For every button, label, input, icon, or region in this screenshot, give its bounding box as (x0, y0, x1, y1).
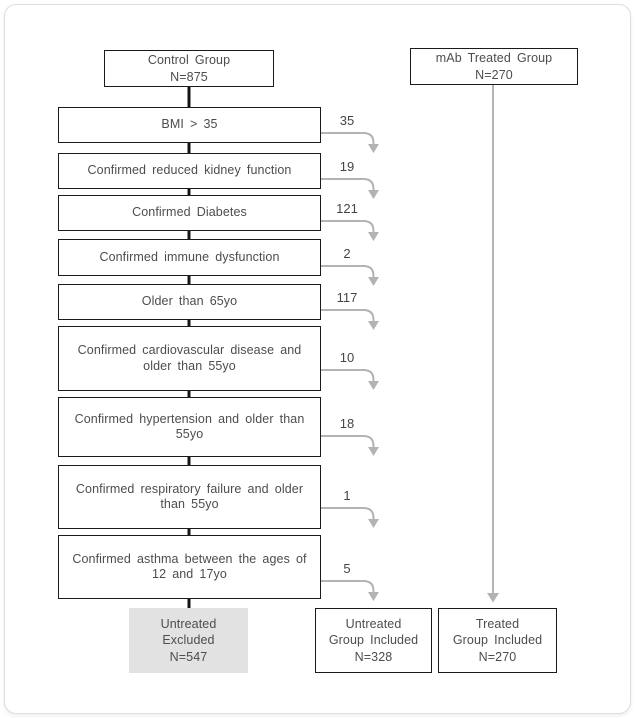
exclusion-label: older than 55yo (143, 358, 236, 373)
mab-treated-group-box: mAb Treated Group N=270 (410, 48, 578, 85)
exclusion-arrow-asthma (321, 580, 379, 601)
untreated-included-box: Untreated Group Included N=328 (315, 608, 432, 673)
control-group-n: N=875 (170, 69, 208, 84)
excluded-count-age65: 117 (336, 290, 358, 305)
exclusion-box-hypertension: Confirmed hypertension and older than 55… (58, 397, 321, 457)
treated-included-box: Treated Group Included N=270 (438, 608, 557, 673)
arrowhead-down-icon (368, 144, 379, 153)
excluded-count-cardio: 10 (339, 350, 355, 365)
excluded-count-kidney: 19 (339, 159, 355, 174)
excluded-count-hypertension: 18 (339, 416, 355, 431)
exclusion-arrow-diabetes (321, 220, 379, 241)
exclusion-box-bmi: BMI > 35 (58, 107, 321, 143)
exclusion-arrow-respiratory (321, 507, 379, 528)
outcome-n: N=270 (478, 649, 517, 664)
excluded-count-asthma: 5 (343, 561, 351, 576)
excluded-count-immune: 2 (343, 246, 351, 261)
exclusion-label: Confirmed asthma between the ages of (72, 551, 307, 566)
excluded-count-diabetes: 121 (336, 201, 358, 216)
exclusion-label: than 55yo (160, 497, 219, 511)
exclusion-box-cardio: Confirmed cardiovascular disease and old… (58, 326, 321, 391)
arrowhead-down-icon (368, 519, 379, 528)
exclusion-arrow-cardio (321, 369, 379, 390)
exclusion-label: 12 and 17yo (152, 567, 227, 581)
arrowhead-down-icon (368, 447, 379, 456)
exclusion-label: Older than 65yo (141, 294, 238, 309)
exclusion-label: BMI > 35 (161, 117, 218, 132)
outcome-n: N=547 (169, 649, 208, 664)
exclusion-box-diabetes: Confirmed Diabetes (58, 195, 321, 231)
arrowhead-down-icon (368, 321, 379, 330)
control-group-label: Control Group (147, 52, 231, 67)
outcome-label: Treated (475, 616, 520, 631)
arrowhead-down-icon (368, 190, 379, 199)
control-group-box: Control Group N=875 (104, 50, 274, 87)
exclusion-arrow-kidney (321, 178, 379, 199)
outcome-label: Group Included (328, 633, 419, 648)
exclusion-label: Confirmed immune dysfunction (99, 249, 280, 264)
exclusion-box-immune: Confirmed immune dysfunction (58, 239, 321, 276)
outcome-label: Untreated (345, 616, 402, 631)
exclusion-label: Confirmed Diabetes (132, 205, 247, 220)
flowchart-card: Control Group N=875 mAb Treated Group N=… (4, 4, 631, 714)
treated-group-arrow (487, 85, 499, 603)
exclusion-label: Confirmed hypertension and older than (74, 411, 305, 426)
exclusion-box-age65: Older than 65yo (58, 284, 321, 320)
exclusion-arrow-age65 (321, 309, 379, 330)
exclusion-box-respiratory: Confirmed respiratory failure and older … (58, 465, 321, 529)
exclusion-label: Confirmed respiratory failure and older (75, 481, 304, 496)
outcome-label: Excluded (162, 633, 215, 648)
exclusion-arrow-immune (321, 265, 379, 286)
exclusion-box-kidney: Confirmed reduced kidney function (58, 153, 321, 189)
outcome-label: Untreated (160, 616, 217, 631)
arrowhead-down-icon (368, 592, 379, 601)
arrowhead-down-icon (487, 593, 499, 603)
exclusion-label: Confirmed reduced kidney function (87, 163, 292, 178)
outcome-label: Group Included (452, 633, 543, 648)
exclusion-box-asthma: Confirmed asthma between the ages of 12 … (58, 535, 321, 599)
arrowhead-down-icon (368, 232, 379, 241)
mab-group-n: N=270 (475, 67, 513, 82)
excluded-count-respiratory: 1 (343, 488, 351, 503)
exclusion-arrow-hypertension (321, 435, 379, 456)
untreated-excluded-box: Untreated Excluded N=547 (129, 608, 248, 673)
arrowhead-down-icon (368, 277, 379, 286)
exclusion-label: Confirmed cardiovascular disease and (77, 343, 302, 357)
exclusion-label: 55yo (175, 427, 204, 441)
mab-group-label: mAb Treated Group (435, 50, 553, 65)
outcome-n: N=328 (354, 649, 393, 664)
arrowhead-down-icon (368, 381, 379, 390)
exclusion-arrow-bmi (321, 132, 379, 153)
excluded-count-bmi: 35 (339, 113, 355, 128)
